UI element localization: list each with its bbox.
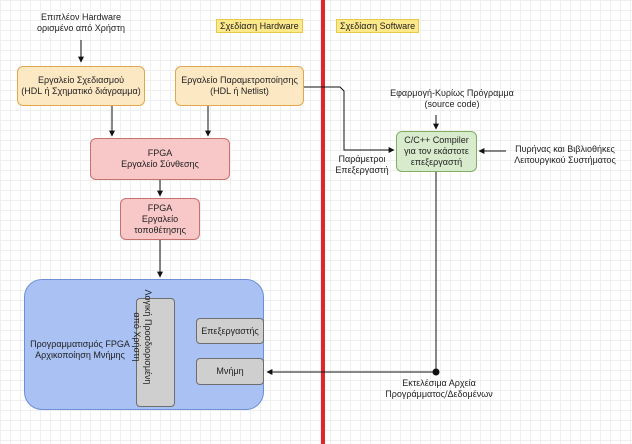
fpga-programming-label: Προγραμματισμός FPGA Αρχικοποίηση Μνήμης [30,339,130,360]
compiler-box[interactable]: C/C++ Compiler για τον εκάστοτε επεξεργα… [396,131,477,172]
header-hardware: Σχεδίαση Hardware [216,19,303,33]
processor-box[interactable]: Επεξεργαστής [196,318,264,344]
processor-parameters-label: Παράμετροι Επεξεργαστή [335,154,389,175]
memory-box[interactable]: Μνήμη [196,358,264,385]
user-logic-box[interactable] [136,298,175,407]
extra-hardware-note: Επιπλέον Hardware ορισμένο από Χρήστη [36,12,126,33]
executables-label: Εκτελέσιμα Αρχεία Προγράμματος/Δεδομένων [385,378,493,399]
arrow-param-to-compiler [304,86,395,153]
placement-tool-box[interactable]: FPGA Εργαλείο τοποθέτησης [120,198,200,240]
parametrization-tool-box[interactable]: Εργαλείο Παραμετροποίησης (HDL ή Netlist… [175,66,304,106]
synthesis-tool-box[interactable]: FPGA Εργαλείο Σύνθεσης [90,138,230,180]
application-source-label: Εφαρμογή-Κυρίως Πρόγραμμα (source code) [390,88,514,109]
user-logic-label: Λογική Προσδιορισμένη από Χρήστη [132,289,153,385]
header-software: Σχεδίαση Software [336,19,420,33]
design-tool-box[interactable]: Εργαλείο Σχεδιασμού (HDL ή Σχηματικό διά… [17,66,145,106]
kernel-libraries-label: Πυρήνας και Βιβλιοθήκες Λειτουργικού Συσ… [514,144,616,165]
